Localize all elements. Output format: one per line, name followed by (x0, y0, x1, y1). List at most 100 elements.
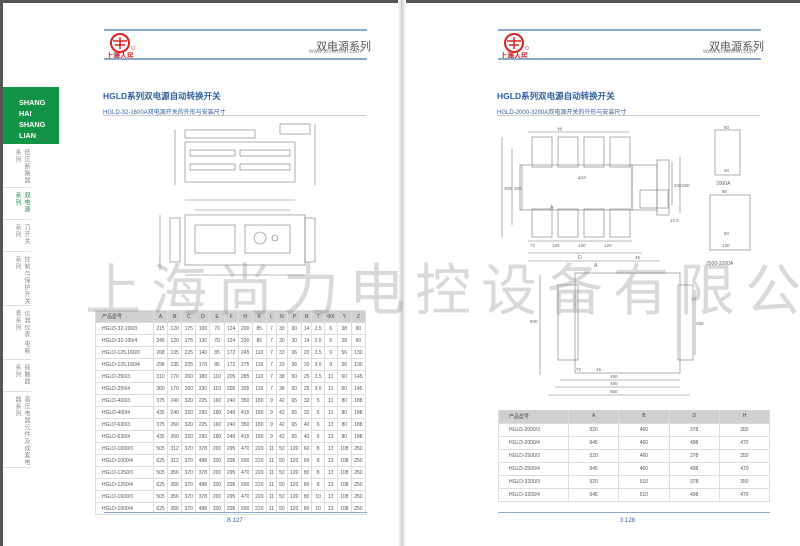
dim-label-h: H (558, 127, 562, 133)
dimension-cell: 370 (181, 454, 197, 467)
dimension-cell: 250 (350, 466, 367, 479)
terminal-group-top (531, 136, 631, 168)
dimension-cell: 435 (152, 430, 169, 443)
dimension-cell: 350 (718, 423, 771, 437)
dimension-cell: 40 (300, 418, 313, 431)
brand-logo-icon (504, 33, 529, 53)
dimension-cell: 460 (618, 462, 670, 476)
dimension-cell: 220 (251, 490, 267, 503)
dimension-cell: 225 (181, 358, 197, 371)
dim-label-15: 15 (596, 367, 602, 372)
sidebar-item[interactable]: 仪器仪表 电能表系列 (3, 306, 31, 360)
dimension-cell: 11 (323, 382, 338, 395)
dimension-cell: 108 (336, 454, 352, 467)
dimension-cell: 180 (251, 394, 267, 407)
sidebar-item[interactable]: 接触器系列 (3, 360, 31, 392)
dimension-cell: 14 (300, 322, 313, 335)
model-cell: HGLD-32-100/4 (95, 334, 154, 347)
dimension-cell: 415 (237, 406, 253, 419)
dimension-cell: 250 (350, 442, 367, 455)
sidebar-item[interactable]: 双电源系列 (3, 188, 31, 220)
dimension-cell: 50 (276, 442, 288, 455)
model-cell: HGLD-250/4 (95, 382, 154, 395)
company-name-block: SHANG HAI SHANG LIAN INDUSTRIAL CO.,LTD (3, 87, 63, 162)
sidebar-item[interactable]: 刀开关系列 (3, 220, 31, 252)
dimension-cell: 470 (237, 466, 253, 479)
dimension-cell: 415 (237, 430, 253, 443)
dimension-cell: 90 (350, 322, 367, 335)
dimension-cell: 8 (311, 454, 325, 467)
dimension-cell: 230 (237, 334, 253, 347)
dimension-cell: 13 (323, 490, 338, 503)
dimension-cell: 36 (286, 346, 302, 359)
dimension-cell: 80 (300, 490, 313, 503)
dimension-cell: 33 (276, 346, 288, 359)
column-header: L (265, 310, 278, 323)
dimension-cell: 520 (567, 423, 620, 437)
header-rule-top (498, 29, 761, 31)
dimension-cell: 60 (300, 454, 313, 467)
dimension-cell: 13 (323, 466, 338, 479)
frame-border-left (0, 0, 3, 546)
column-header: D (195, 310, 211, 323)
footer-rule (104, 512, 367, 513)
dim-label-hole: φ13 (578, 175, 586, 180)
dimension-cell: 30 (286, 322, 302, 335)
dimension-cell: 13 (323, 478, 338, 491)
dimension-cell: 50 (276, 466, 288, 479)
dimension-cell: 14 (300, 334, 313, 347)
company-line: SHANG LIAN (19, 120, 46, 140)
dimension-cell: 42 (276, 418, 288, 431)
dimension-cell: 356 (167, 466, 183, 479)
dimension-cell: 320 (181, 418, 197, 431)
model-cell: HGLD-400/3 (95, 394, 154, 407)
dimension-cell: 100 (195, 322, 211, 335)
dimension-cell: 498 (668, 488, 720, 502)
dimension-cell: 378 (195, 490, 211, 503)
dimension-cell: 180 (195, 370, 211, 383)
dimension-cell: 120 (286, 478, 302, 491)
dimension-cell: 80 (336, 394, 352, 407)
column-header: A (567, 410, 620, 424)
dimension-cell: 240 (167, 394, 183, 407)
dimension-cell: 245 (237, 346, 253, 359)
dimension-cell: 13 (323, 442, 338, 455)
dimension-cell: 310 (152, 370, 169, 383)
dimension-cell: 505 (152, 442, 169, 455)
model-cell: HGLD-2000/3 (498, 423, 569, 437)
model-cell: HGLD-1250/3 (95, 466, 154, 479)
model-cell: HGLD-32-100/3 (95, 322, 154, 335)
sidebar-item[interactable]: 高压电器元件及成套电器系列 (3, 392, 31, 468)
dim-label-50: 50 (724, 231, 730, 236)
dimension-cell: 25 (300, 382, 313, 395)
dimension-cell: 108 (336, 466, 352, 479)
model-cell: HGLD-2000/4 (498, 436, 569, 450)
dimension-cell: 65 (286, 430, 302, 443)
website-url: www.shrenmin.com (703, 49, 756, 55)
column-header: ΦX (323, 310, 338, 323)
dimension-cell: 110 (251, 346, 267, 359)
dimension-cell: 435 (152, 406, 169, 419)
sidebar-item[interactable]: 低压断路器系列 (3, 145, 31, 188)
page-number: 3 128 (620, 518, 636, 524)
sidebar-item[interactable]: 控制与保护开关系列 (3, 252, 31, 306)
dimension-cell: 42 (276, 430, 288, 443)
dimension-cell: 520 (567, 449, 620, 463)
dimension-cell: 215 (152, 322, 169, 335)
dimension-cell: 8 (311, 466, 325, 479)
dimension-cell: 200 (209, 442, 225, 455)
dimension-cell: 11 (265, 490, 278, 503)
dimension-cell: 295 (223, 466, 239, 479)
dimension-cell: 6 (311, 430, 325, 443)
dimension-cell: 110 (209, 370, 225, 383)
dimension-cell: 205 (223, 382, 239, 395)
dimension-cell: 9 (265, 430, 278, 443)
dimension-cell: 470 (718, 488, 771, 502)
dimension-cell: 188 (350, 394, 367, 407)
page-number: B 127 (227, 518, 243, 524)
dimension-cell: 172 (223, 346, 239, 359)
